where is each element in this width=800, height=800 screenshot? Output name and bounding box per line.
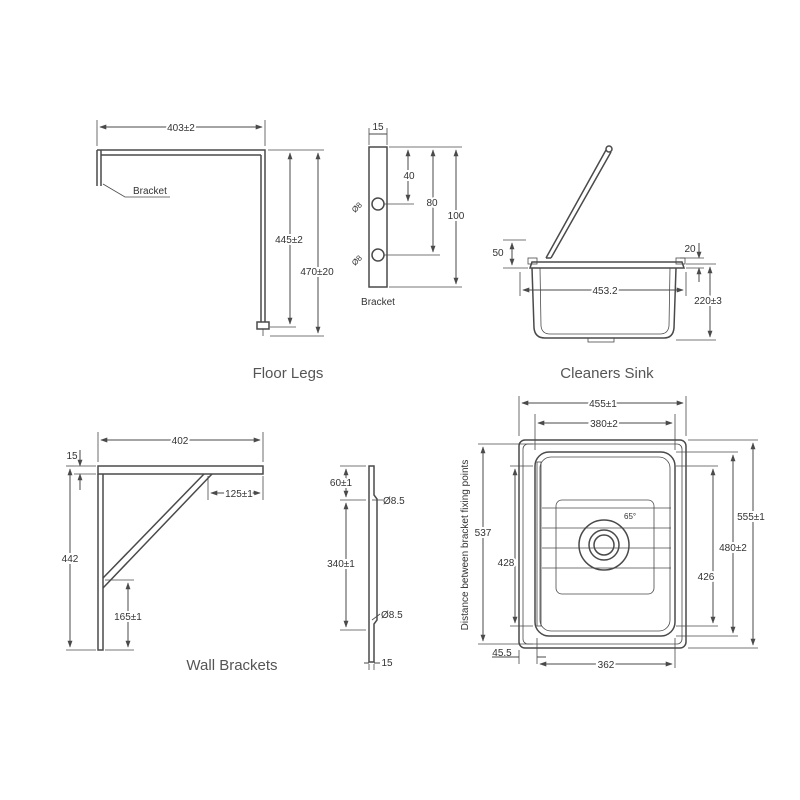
sink-dim-20-label: 20 <box>684 244 696 255</box>
bracket-hole-top <box>371 197 385 211</box>
bracket-dim-40-label: 40 <box>403 171 415 182</box>
sink-drain-angle-label: 65° <box>624 512 636 521</box>
sink-plan-outer-depth-label: 555±1 <box>737 512 765 523</box>
sink-dim-50-label: 50 <box>492 248 504 259</box>
sink-plan-inner-right-height-label: 426 <box>698 572 715 583</box>
sink-plan-outer-width-label: 455±1 <box>589 399 617 410</box>
wall-bracket-brace <box>102 473 213 589</box>
sink-depth-label: 220±3 <box>694 296 722 307</box>
bracket-dim-80-label: 80 <box>426 198 438 209</box>
floor-leg-frame <box>96 149 266 322</box>
sink-width-label: 453.2 <box>592 286 617 297</box>
wall-bracket-side-hole-bottom-label: Ø8.5 <box>381 610 403 621</box>
floor-leg-inner-height-label: 445±2 <box>275 235 303 246</box>
sink-plan-bottom-width-label: 362 <box>598 660 615 671</box>
sink-grate-rail <box>536 461 542 627</box>
sink-plan-outer <box>518 439 687 649</box>
wall-bracket-leg <box>97 474 104 651</box>
floor-leg-width-label: 403±2 <box>167 123 195 134</box>
wall-bracket-top-thickness-label: 15 <box>66 451 78 462</box>
bracket-dim-100-label: 100 <box>448 211 465 222</box>
sink-plan-drain-outer <box>578 519 630 571</box>
sink-grate-arm <box>545 149 612 259</box>
wall-brackets-view: 402 15 442 125±1 165±1 Wall Brackets <box>60 432 278 674</box>
sink-rim <box>528 261 686 269</box>
floor-leg-foot <box>256 321 270 330</box>
wall-bracket-side-spacing-label: 340±1 <box>327 559 355 570</box>
bracket-hole-bottom-label: Ø8 <box>350 253 364 267</box>
floor-legs-title: Floor Legs <box>253 365 324 382</box>
sink-plan-outer-inset <box>522 443 683 645</box>
sink-plan-drain-inner <box>593 534 615 556</box>
wall-bracket-side-view: 60±1 340±1 Ø8.5 Ø8.5 15 <box>325 465 405 670</box>
sink-plan-left-height-label: 537 <box>475 528 492 539</box>
bracket-detail-view: 15 Ø8 Ø8 40 80 100 Bracket <box>350 122 467 308</box>
sink-drain <box>587 337 615 343</box>
sink-bowl-inner <box>539 267 671 335</box>
sink-plan-inner-depth-label: 480±2 <box>719 543 747 554</box>
floor-leg-bracket-label: Bracket <box>133 186 167 197</box>
bracket-detail-label: Bracket <box>361 297 395 308</box>
wall-brackets-title: Wall Brackets <box>186 657 277 674</box>
sink-plan-view: 65° 455±1 380±2 Distance between bracket… <box>460 396 767 673</box>
sink-plan-floor <box>555 499 655 595</box>
wall-bracket-side-hole-top-label: Ø8.5 <box>383 496 405 507</box>
wall-bracket-side-plate <box>368 465 378 663</box>
wall-bracket-side-thickness-label: 15 <box>381 658 393 669</box>
cleaners-sink-side-view: 50 20 453.2 220±3 Cleaners Sink <box>492 145 724 382</box>
sink-bracket-left <box>527 257 538 265</box>
bracket-plate <box>368 146 388 288</box>
wall-bracket-top-arm <box>97 465 264 475</box>
sink-plan-inner-left-height-label: 428 <box>498 558 515 569</box>
sink-plan-bracket-span-label: Distance between bracket fixing points <box>460 460 471 631</box>
wall-bracket-height-label: 442 <box>62 554 79 565</box>
sink-plan-bowl-inset <box>539 456 671 632</box>
bracket-leader <box>102 183 170 198</box>
sink-plan-drain-mid <box>588 529 620 561</box>
sink-bracket-right <box>675 257 686 265</box>
sink-plan-left-offset-label: 45.5 <box>492 648 512 659</box>
wall-bracket-width-label: 402 <box>172 436 189 447</box>
sink-plan-bowl <box>534 451 676 637</box>
wall-bracket-lower-leg-label: 165±1 <box>114 612 142 623</box>
bracket-hole-top-label: Ø8 <box>350 200 364 214</box>
floor-leg-outer-height-label: 470±20 <box>300 267 334 278</box>
wall-bracket-side-top-offset-label: 60±1 <box>330 478 353 489</box>
sink-grate-knob <box>605 145 613 153</box>
floor-legs-view: 403±2 Bracket 445±2 470±20 Floor Legs <box>96 120 336 382</box>
cleaners-sink-title: Cleaners Sink <box>560 365 654 382</box>
sink-plan-inner-width-label: 380±2 <box>590 419 618 430</box>
sink-bowl <box>531 267 677 339</box>
bracket-hole-bottom <box>371 248 385 262</box>
bracket-thickness-label: 15 <box>372 122 384 133</box>
wall-bracket-brace-offset-label: 125±1 <box>225 489 253 500</box>
